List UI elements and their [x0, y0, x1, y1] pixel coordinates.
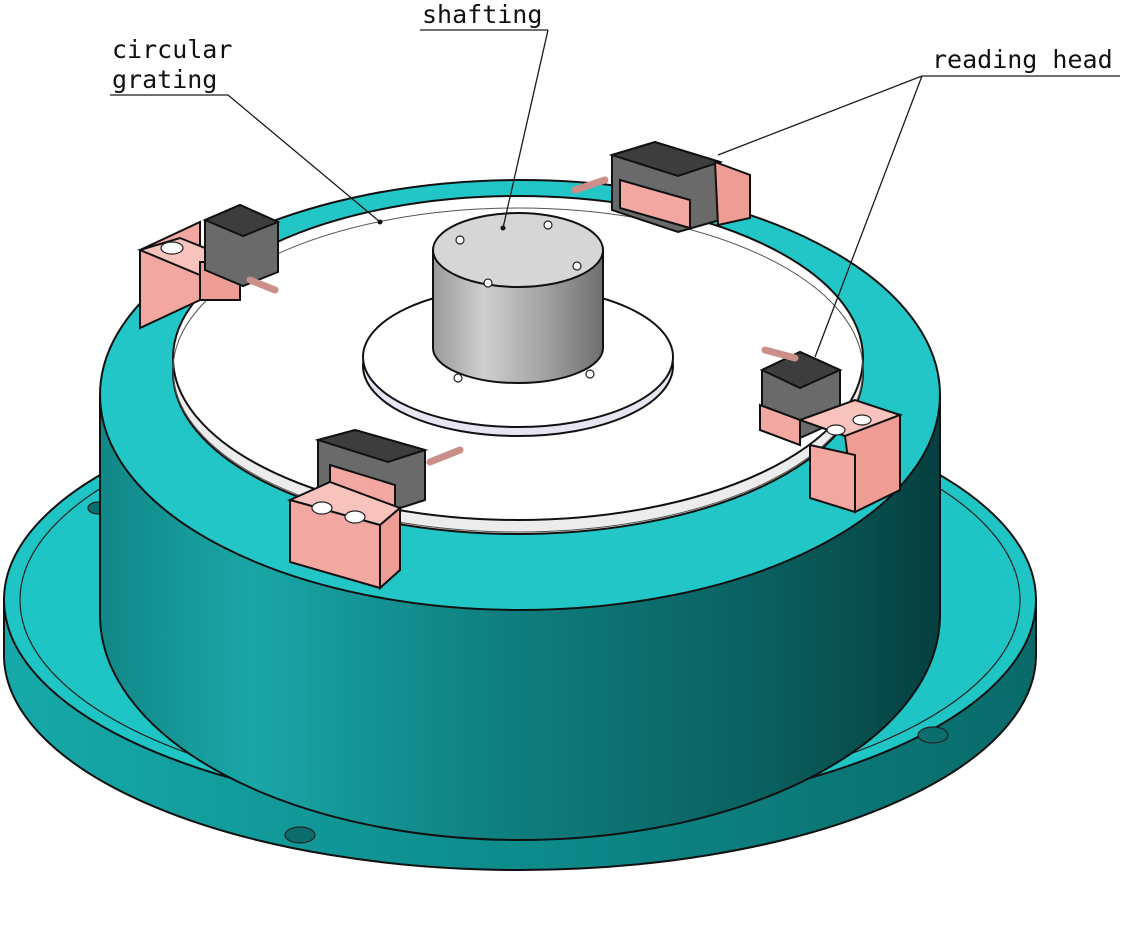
reading-head	[759, 346, 903, 514]
label-shafting: shafting	[420, 0, 549, 231]
mounting-hole	[917, 726, 949, 744]
label-shafting-text: shafting	[422, 0, 542, 29]
shafting	[362, 212, 674, 437]
label-reading-head: reading head	[717, 45, 1120, 358]
reading-head	[287, 428, 464, 591]
reading-head	[571, 140, 751, 234]
label-reading-head-text: reading head	[932, 45, 1113, 74]
reading-head	[137, 203, 281, 330]
label-circular-grating-line1: circular	[112, 35, 232, 64]
mounting-hole	[284, 826, 316, 844]
label-circular-grating: circular grating	[110, 35, 383, 225]
label-circular-grating-line2: grating	[112, 65, 217, 94]
